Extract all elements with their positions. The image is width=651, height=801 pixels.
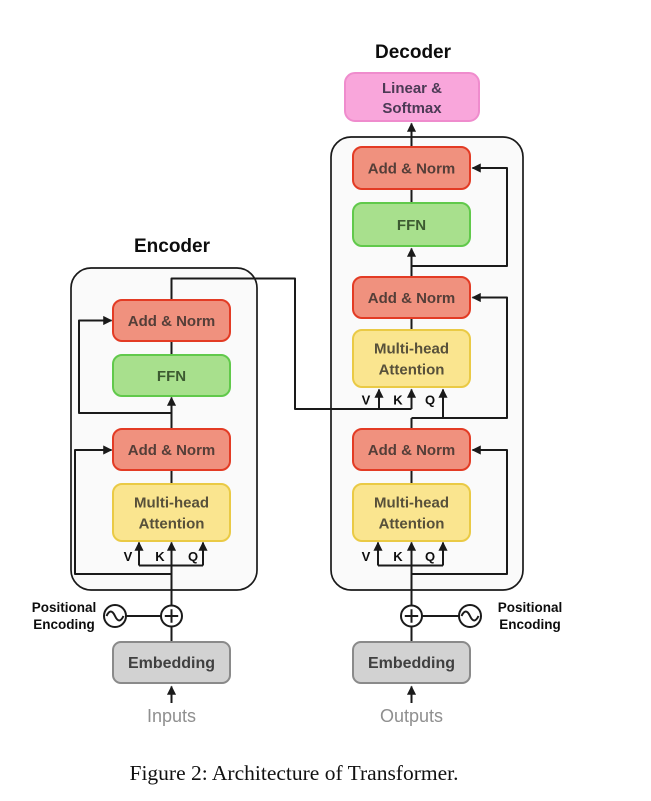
- figure-caption: Figure 2: Architecture of Transformer.: [129, 761, 458, 785]
- encoder-multi-head-attention-box: [112, 483, 231, 542]
- decoder-add-norm-top-box: [352, 146, 471, 190]
- encoder-ffn-box: [112, 354, 231, 397]
- encoder-ffn-label: FFN: [157, 368, 186, 385]
- decoder-plus-cross-icon: [404, 609, 419, 623]
- encoder-embedding-label: Embedding: [128, 655, 215, 672]
- encoder-add-norm-top-box: [112, 299, 231, 342]
- encoder-plus-cross-icon: [164, 609, 179, 623]
- decoder-multi-head-attention-bottom-box: [352, 483, 471, 542]
- encoder-residual-ffn: [78, 315, 172, 414]
- decoder-mha-mid-label-line2: Attention: [379, 362, 445, 379]
- decoder-residual-self-attention: [411, 445, 508, 575]
- encoder-output-to-decoder-line: [170, 277, 412, 410]
- decoder-add-norm-bottom-box: [352, 428, 471, 471]
- linear-softmax-label-line1: Linear &: [382, 80, 442, 97]
- encoder-embedding-box: [112, 641, 231, 684]
- inputs-label: Inputs: [147, 706, 196, 726]
- encoder-residual-self-attention: [74, 445, 172, 575]
- outputs-label: Outputs: [380, 706, 443, 726]
- decoder-positional-label-line1: Positional: [498, 600, 563, 615]
- linear-softmax-box: [344, 72, 480, 122]
- encoder-mha-label-line2: Attention: [139, 516, 205, 533]
- decoder-mid-k-label: K: [393, 393, 403, 408]
- linear-softmax-label-line2: Softmax: [382, 100, 442, 117]
- decoder-embedding-box: [352, 641, 471, 684]
- decoder-title: Decoder: [375, 42, 452, 63]
- encoder-add-norm-top-label: Add & Norm: [128, 313, 216, 330]
- encoder-mha-label-line1: Multi-head: [134, 495, 209, 512]
- decoder-add-norm-mid-box: [352, 276, 471, 319]
- decoder-bottom-k-label: K: [393, 549, 403, 564]
- encoder-q-label: Q: [188, 549, 198, 564]
- decoder-add-norm-mid-label: Add & Norm: [368, 290, 456, 307]
- decoder-residual-cross-attention: [411, 292, 508, 419]
- decoder-bottom-v-label: V: [362, 549, 371, 564]
- decoder-multi-head-attention-mid-box: [352, 329, 471, 388]
- decoder-embedding-label: Embedding: [368, 655, 455, 672]
- encoder-title: Encoder: [134, 236, 211, 257]
- encoder-add-norm-bottom-box: [112, 428, 231, 471]
- encoder-positional-label-line2: Encoding: [33, 617, 95, 632]
- decoder-positional-label-line2: Encoding: [499, 617, 561, 632]
- encoder-k-label: K: [155, 549, 165, 564]
- encoder-add-norm-bottom-label: Add & Norm: [128, 442, 216, 459]
- decoder-ffn-label: FFN: [397, 217, 426, 234]
- decoder-mha-mid-label-line1: Multi-head: [374, 341, 449, 358]
- encoder-positional-label-line1: Positional: [32, 600, 97, 615]
- decoder-mid-q-label: Q: [425, 393, 435, 408]
- decoder-residual-ffn: [411, 163, 508, 267]
- decoder-mha-bottom-label-line1: Multi-head: [374, 495, 449, 512]
- encoder-sine-wave-icon: [105, 610, 125, 622]
- decoder-mid-v-label: V: [362, 393, 371, 408]
- decoder-ffn-box: [352, 202, 471, 247]
- decoder-bottom-q-label: Q: [425, 549, 435, 564]
- decoder-sine-wave-icon: [460, 610, 480, 622]
- decoder-add-norm-top-label: Add & Norm: [368, 161, 456, 178]
- encoder-v-label: V: [124, 549, 133, 564]
- decoder-mha-bottom-label-line2: Attention: [379, 516, 445, 533]
- decoder-add-norm-bottom-label: Add & Norm: [368, 442, 456, 459]
